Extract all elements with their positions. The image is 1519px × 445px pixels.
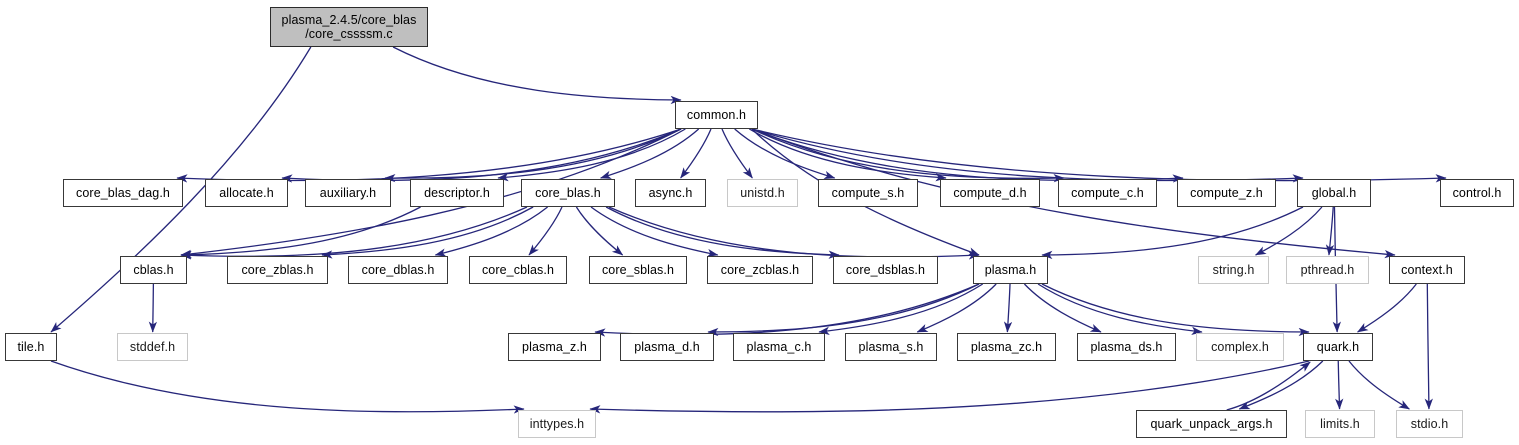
edge-common-to-context	[751, 128, 1396, 259]
graph-node-plasma_s[interactable]: plasma_s.h	[845, 333, 937, 361]
graph-node-quark[interactable]: quark.h	[1303, 333, 1373, 361]
graph-node-plasma_z[interactable]: plasma_z.h	[508, 333, 601, 361]
edge-global-to-pthread	[1325, 206, 1335, 256]
graph-node-quark_unpack_args[interactable]: quark_unpack_args.h	[1136, 410, 1287, 438]
edge-common-to-compute_d	[748, 128, 947, 182]
edge-common-to-compute_s	[734, 128, 836, 179]
edge-quark-to-inttypes	[589, 360, 1310, 414]
edge-context-to-quark	[1357, 283, 1417, 333]
graph-node-plasma_zc[interactable]: plasma_zc.h	[957, 333, 1056, 361]
edge-core_blas-to-core_zcblas	[590, 206, 719, 258]
edge-common-to-cblas	[180, 128, 682, 258]
edge-plasma-to-plasma_d	[707, 283, 980, 337]
edge-plasma-to-plasma_z	[594, 283, 980, 337]
graph-node-string[interactable]: string.h	[1198, 256, 1269, 284]
graph-node-core_blas_dag[interactable]: core_blas_dag.h	[63, 179, 183, 207]
graph-node-stddef[interactable]: stddef.h	[117, 333, 188, 361]
edge-global-to-string	[1255, 206, 1323, 256]
graph-node-complex[interactable]: complex.h	[1196, 333, 1284, 361]
graph-node-compute_d[interactable]: compute_d.h	[940, 179, 1040, 207]
edge-core_blas-to-core_cblas	[528, 206, 563, 256]
edge-root-to-tile	[50, 46, 312, 333]
graph-node-stdio[interactable]: stdio.h	[1396, 410, 1463, 438]
edge-descriptor-to-cblas	[180, 206, 421, 259]
edge-common-to-async	[680, 128, 712, 179]
graph-node-compute_c[interactable]: compute_c.h	[1058, 179, 1157, 207]
edge-core_blas-to-core_dsblas	[605, 206, 840, 259]
edge-common-to-core_blas	[600, 128, 700, 179]
edge-common-to-compute_c	[751, 128, 1065, 183]
edge-plasma-to-plasma_ds	[1023, 283, 1102, 333]
edge-plasma-to-plasma_s	[916, 283, 997, 333]
graph-node-plasma_d[interactable]: plasma_d.h	[620, 333, 714, 361]
edge-common-to-unistd	[721, 128, 753, 179]
edge-core_blas-to-core_zblas	[321, 206, 534, 259]
edge-core_blas-to-cblas	[180, 206, 528, 260]
edge-common-to-descriptor	[497, 128, 686, 182]
edge-common-to-auxiliary	[384, 128, 682, 183]
edge-core_blas-to-core_sblas	[575, 206, 624, 256]
graph-node-core_dsblas[interactable]: core_dsblas.h	[833, 256, 938, 284]
edge-quark-to-quark_unpack_args	[1238, 360, 1324, 410]
graph-node-common[interactable]: common.h	[675, 101, 758, 129]
graph-node-core_cblas[interactable]: core_cblas.h	[469, 256, 567, 284]
graph-node-descriptor[interactable]: descriptor.h	[410, 179, 504, 207]
graph-node-compute_s[interactable]: compute_s.h	[818, 179, 918, 207]
graph-node-root[interactable]: plasma_2.4.5/core_blas /core_cssssm.c	[270, 7, 428, 47]
edge-core_blas-to-plasma	[608, 206, 980, 260]
graph-node-core_blas[interactable]: core_blas.h	[521, 179, 615, 207]
graph-node-auxiliary[interactable]: auxiliary.h	[305, 179, 391, 207]
edge-context-to-stdio	[1424, 283, 1433, 410]
edge-quark_unpack_args-to-quark	[1226, 361, 1311, 411]
edge-quark-to-limits	[1335, 360, 1344, 410]
edge-plasma-to-quark	[1041, 283, 1310, 337]
edge-common-to-allocate	[281, 128, 682, 183]
graph-node-plasma_c[interactable]: plasma_c.h	[733, 333, 825, 361]
graph-node-plasma[interactable]: plasma.h	[973, 256, 1048, 284]
edge-tile-to-inttypes	[50, 360, 525, 414]
graph-node-limits[interactable]: limits.h	[1305, 410, 1375, 438]
graph-node-allocate[interactable]: allocate.h	[205, 179, 288, 207]
edge-plasma-to-complex	[1037, 283, 1203, 335]
graph-node-compute_z[interactable]: compute_z.h	[1177, 179, 1276, 207]
edge-plasma-to-plasma_zc	[1003, 283, 1013, 333]
edge-root-to-common	[392, 46, 682, 105]
graph-node-unistd[interactable]: unistd.h	[727, 179, 798, 207]
edge-global-to-plasma	[1041, 206, 1304, 260]
graph-node-inttypes[interactable]: inttypes.h	[518, 410, 596, 438]
graph-node-core_zblas[interactable]: core_zblas.h	[227, 256, 328, 284]
graph-node-core_zcblas[interactable]: core_zcblas.h	[707, 256, 813, 284]
graph-node-core_dblas[interactable]: core_dblas.h	[348, 256, 448, 284]
graph-node-core_sblas[interactable]: core_sblas.h	[589, 256, 687, 284]
graph-node-cblas[interactable]: cblas.h	[120, 256, 187, 284]
graph-node-global[interactable]: global.h	[1297, 179, 1371, 207]
edge-plasma-to-plasma_c	[818, 283, 984, 335]
graph-node-control[interactable]: control.h	[1440, 179, 1514, 207]
graph-node-pthread[interactable]: pthread.h	[1286, 256, 1369, 284]
edge-cblas-to-stddef	[148, 283, 158, 333]
graph-node-tile[interactable]: tile.h	[5, 333, 57, 361]
graph-node-async[interactable]: async.h	[635, 179, 706, 207]
graph-node-context[interactable]: context.h	[1389, 256, 1465, 284]
edge-core_blas-to-core_dblas	[434, 206, 549, 257]
edge-quark-to-stdio	[1348, 360, 1410, 410]
graph-node-plasma_ds[interactable]: plasma_ds.h	[1077, 333, 1176, 361]
